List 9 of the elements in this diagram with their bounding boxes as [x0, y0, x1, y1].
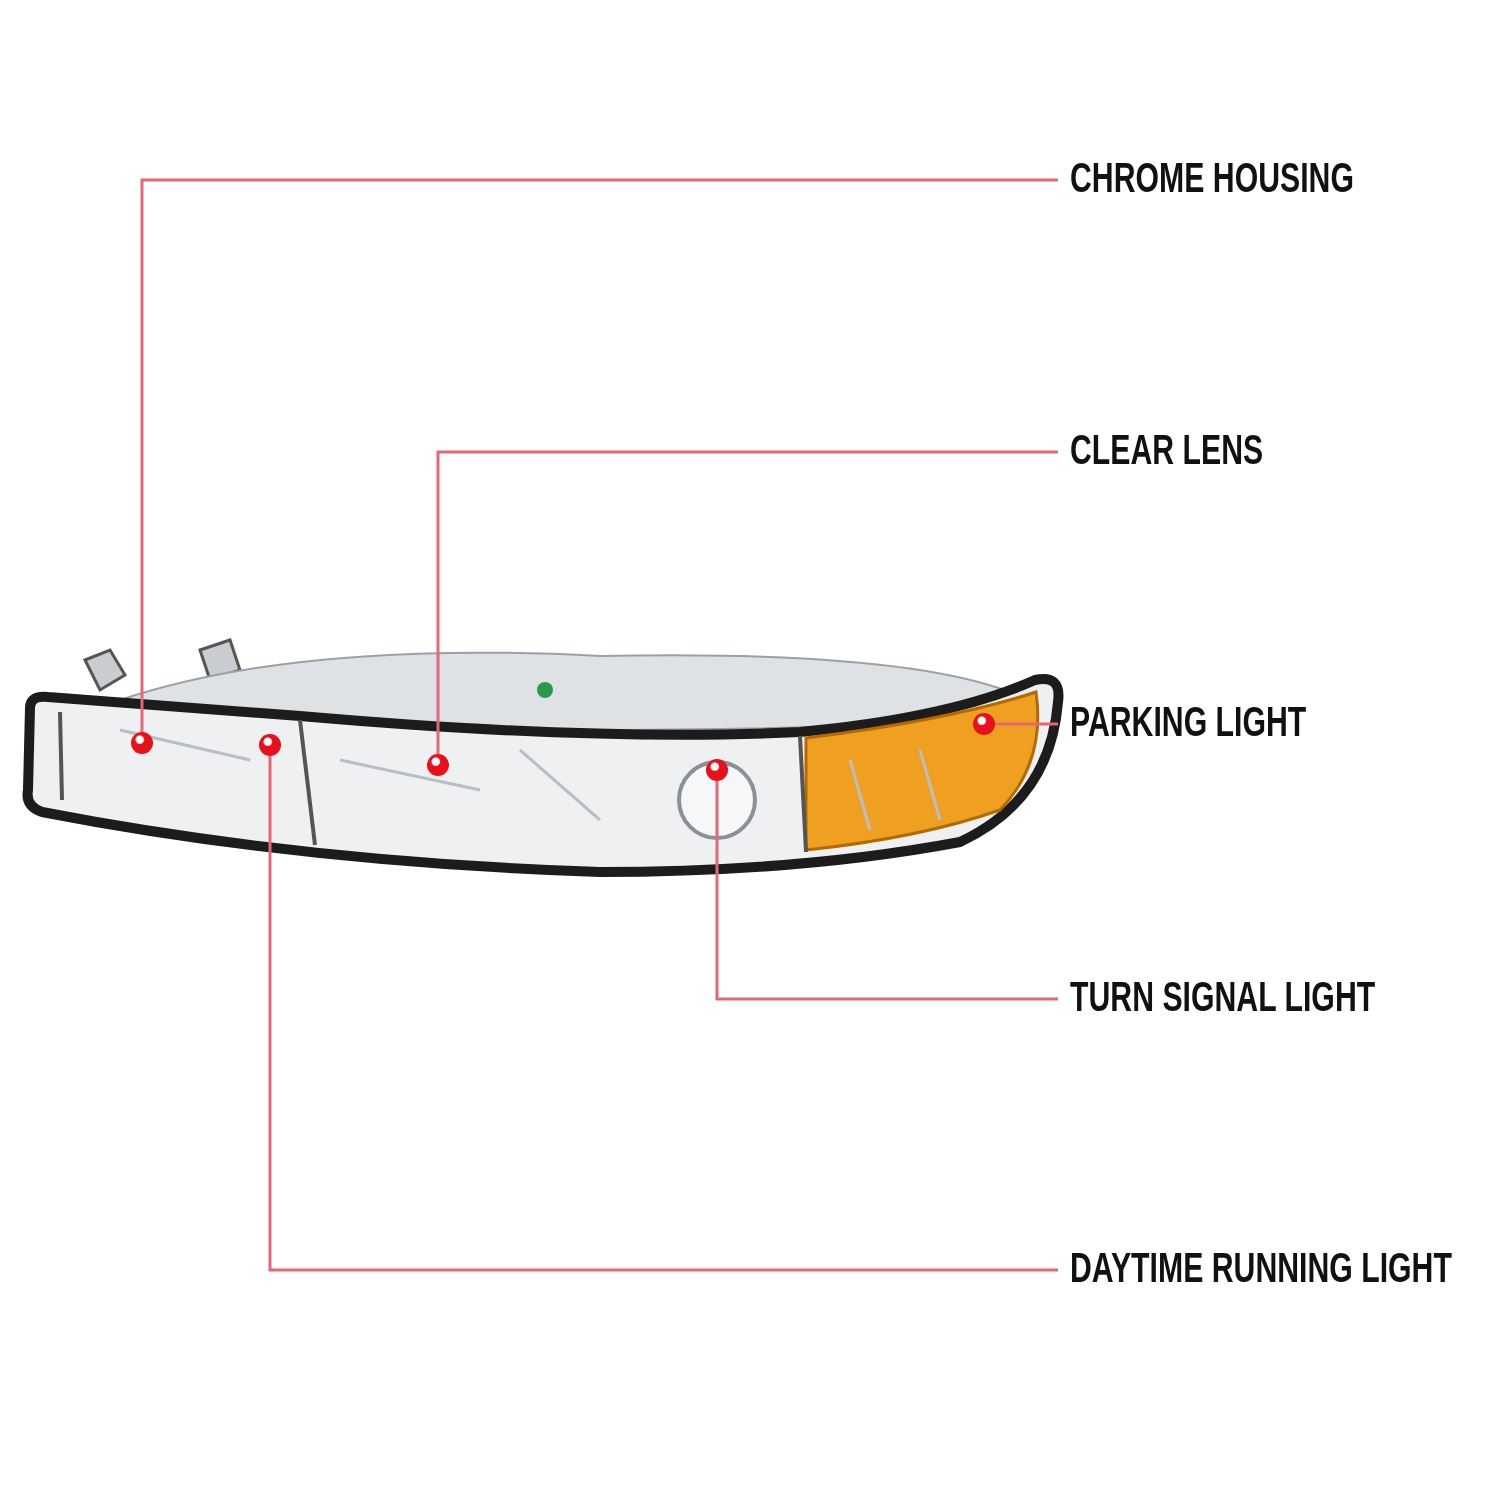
callout-label: TURN SIGNAL LIGHT [1070, 973, 1376, 1021]
leader-line [268, 756, 1058, 1272]
callout-label: DAYTIME RUNNING LIGHT [1070, 1244, 1452, 1292]
callout-label: CHROME HOUSING [1070, 154, 1354, 202]
leader-line [140, 178, 1058, 732]
callout-label: CLEAR LENS [1070, 426, 1264, 474]
leader-line [715, 781, 1058, 1001]
leader-line [436, 450, 1058, 754]
callout-label: PARKING LIGHT [1070, 698, 1307, 746]
